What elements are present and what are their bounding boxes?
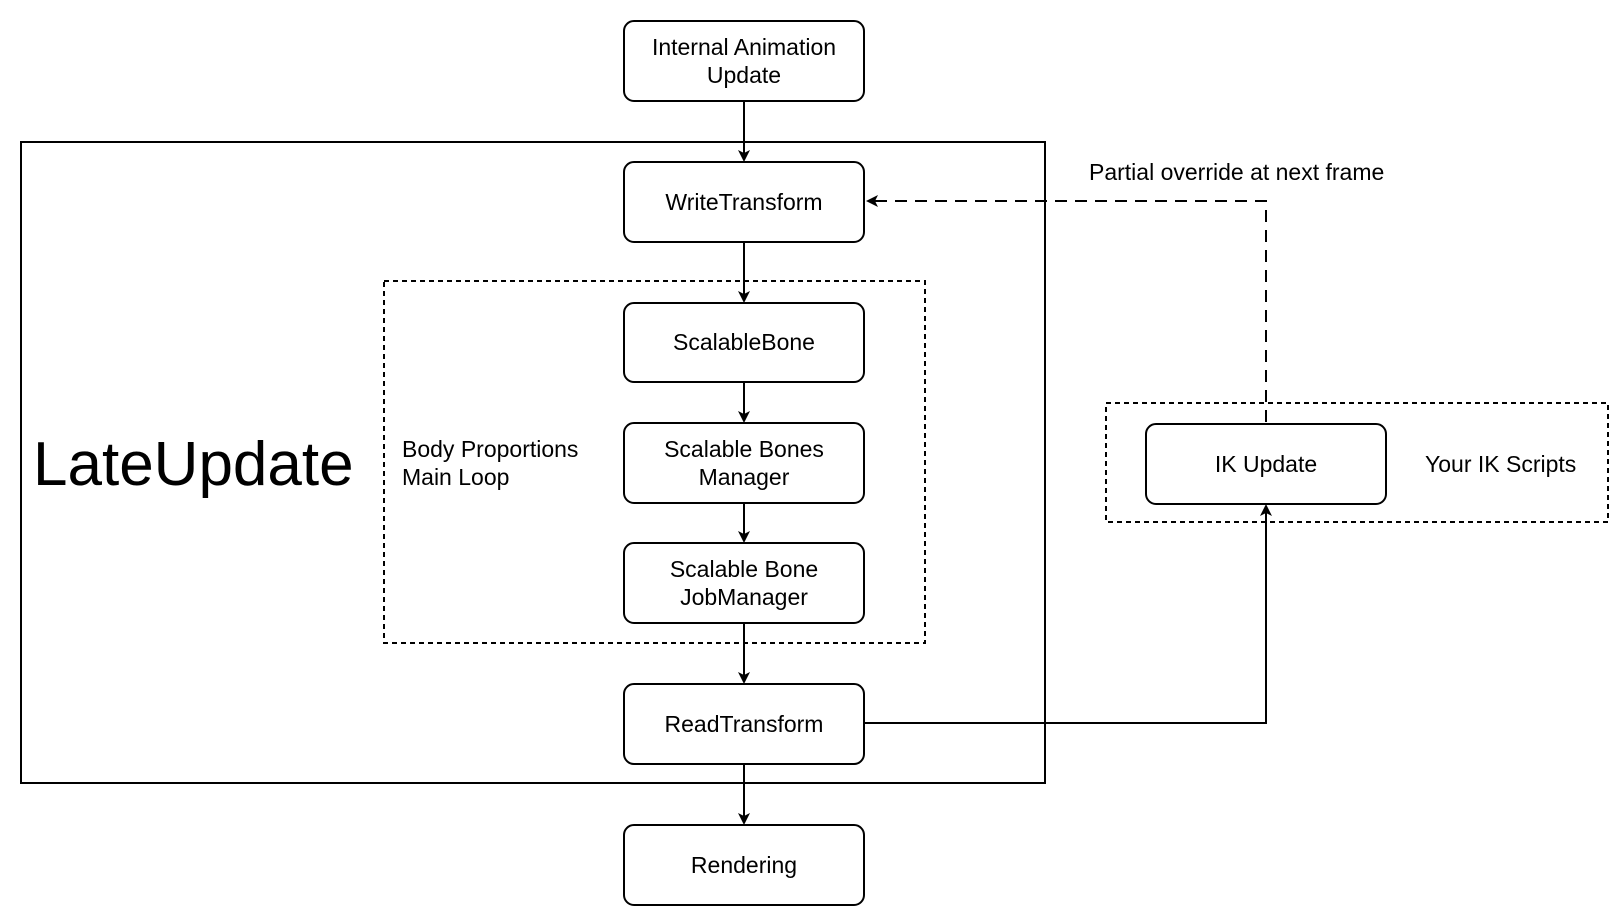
write-transform-label-line-1: WriteTransform [665, 189, 822, 215]
write-transform-label: WriteTransform [665, 189, 822, 215]
internal-animation-update-label-line-1: Internal Animation [652, 34, 836, 60]
ik-update-label-line-1: IK Update [1215, 451, 1317, 477]
body-proportions-label-line-1: Body Proportions [402, 436, 578, 462]
rendering-label-line-1: Rendering [691, 852, 797, 878]
ik-update-label: IK Update [1215, 451, 1317, 477]
scalable-bones-manager-label-line-1: Scalable Bones [664, 436, 824, 462]
body-proportions-group [383, 280, 926, 644]
late-update-label: LateUpdate [33, 430, 354, 499]
rendering-node: Rendering [623, 824, 865, 906]
body-proportions-label-line-2: Main Loop [402, 464, 509, 490]
write-transform-node: WriteTransform [623, 161, 865, 243]
read-transform-label: ReadTransform [665, 711, 824, 737]
your-ik-scripts-label: Your IK Scripts [1425, 451, 1576, 477]
scalable-bone-label: ScalableBone [673, 329, 815, 355]
scalable-bone-job-manager-label-line-1: Scalable Bone [670, 556, 818, 582]
read-transform-label-line-1: ReadTransform [665, 711, 824, 737]
scalable-bone-label-line-1: ScalableBone [673, 329, 815, 355]
edge-read-to-ik [864, 504, 1272, 724]
read-transform-node: ReadTransform [623, 683, 865, 765]
internal-animation-update-label-line-2: Update [707, 62, 781, 88]
scalable-bone-job-manager-label-line-2: JobManager [680, 584, 808, 610]
late-update-frame [20, 141, 1046, 784]
ik-scripts-group [1105, 402, 1609, 523]
scalable-bones-manager-label-line-2: Manager [699, 464, 790, 490]
edge-ik-to-write-override [866, 195, 1267, 422]
partial-override-label: Partial override at next frame [1089, 159, 1384, 185]
scalable-bone-node: ScalableBone [623, 302, 865, 383]
rendering-label: Rendering [691, 852, 797, 878]
ik-update-node: IK Update [1145, 423, 1387, 505]
